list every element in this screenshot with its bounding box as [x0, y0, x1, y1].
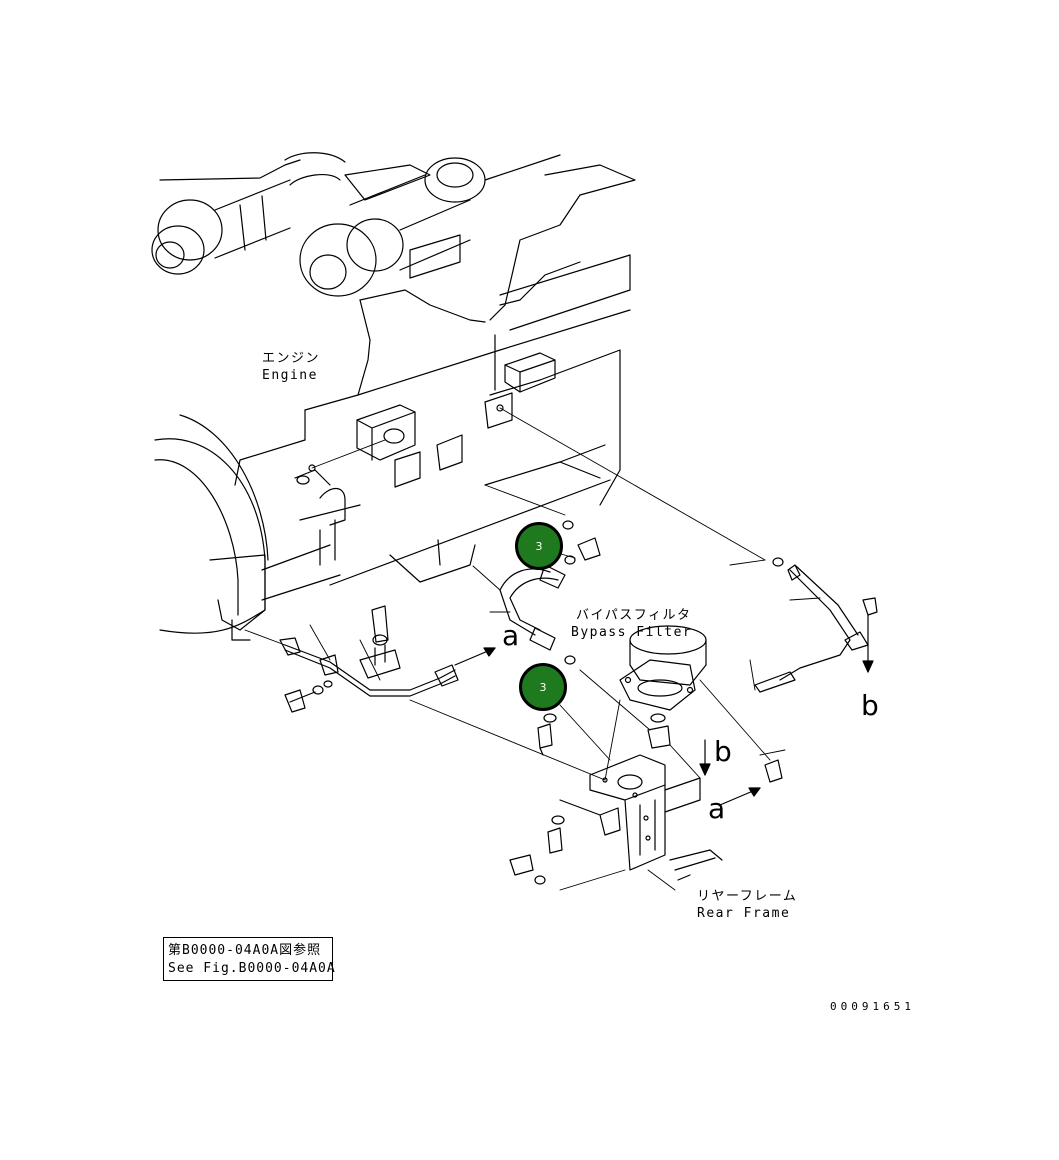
hose-right [754, 557, 878, 693]
leader-lines [244, 407, 821, 891]
connection-mark-b: b [714, 735, 732, 768]
figure-reference-en: See Fig.B0000-04A0A [168, 961, 336, 976]
bypass-filter-label-en: Bypass Filter [571, 625, 693, 640]
rear-frame-label-jp: リヤーフレーム [697, 889, 798, 904]
drawing-number: 00091651 [830, 1000, 915, 1013]
direction-arrows [454, 639, 874, 806]
mounting-bracket [509, 713, 783, 885]
figure-reference-box: 第B0000-04A0A図参照 See Fig.B0000-04A0A [163, 937, 336, 981]
hose-upper [499, 520, 601, 651]
part-callout-3[interactable]: 3 [519, 663, 567, 711]
connection-mark-a: a [502, 619, 520, 652]
engine-block [151, 152, 636, 641]
tube-lower-left [279, 605, 459, 713]
engine-label-en: Engine [262, 368, 318, 383]
rear-frame-label-en: Rear Frame [697, 906, 791, 921]
part-callout-3[interactable]: 3 [515, 522, 563, 570]
connection-mark-a: a [708, 792, 726, 825]
bypass-filter-label-jp: バイパスフィルタ [576, 608, 692, 623]
connection-mark-b: b [861, 689, 879, 722]
bypass-filter [564, 625, 707, 749]
figure-reference-jp: 第B0000-04A0A図参照 [168, 943, 322, 958]
engine-label-jp: エンジン [262, 351, 321, 366]
